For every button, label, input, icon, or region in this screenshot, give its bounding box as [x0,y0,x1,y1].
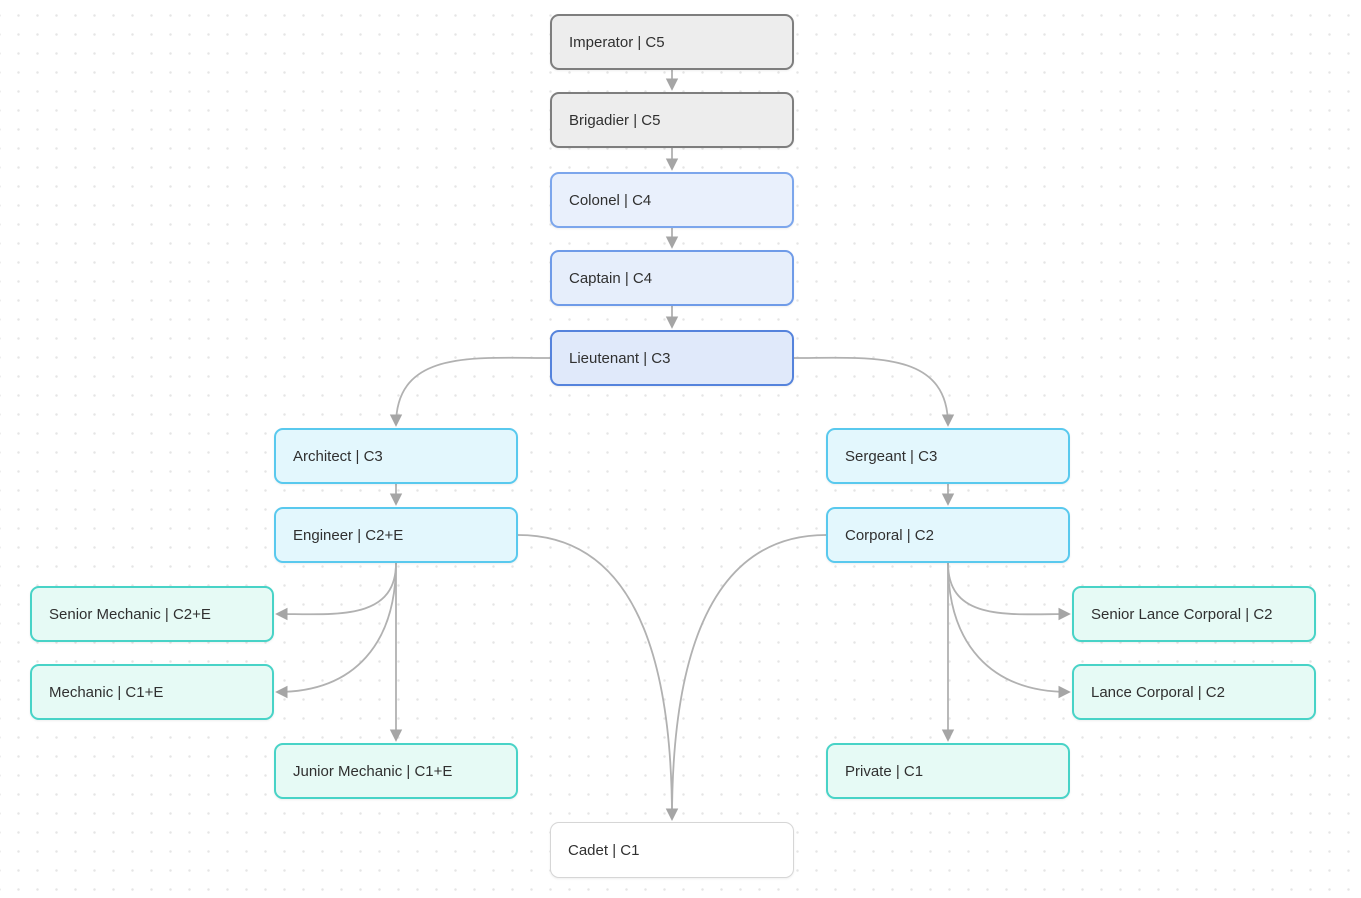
edge-lieutenant-to-architect [389,356,551,427]
node-label-architect: Architect | C3 [293,447,383,465]
node-label-lieutenant: Lieutenant | C3 [569,349,671,367]
node-engineer[interactable]: Engineer | C2+E [274,507,518,563]
node-imperator[interactable]: Imperator | C5 [550,14,794,70]
node-private[interactable]: Private | C1 [826,743,1070,799]
node-label-colonel: Colonel | C4 [569,191,652,209]
node-cadet[interactable]: Cadet | C1 [550,822,794,878]
node-label-senior-mechanic: Senior Mechanic | C2+E [49,605,211,623]
node-corporal[interactable]: Corporal | C2 [826,507,1070,563]
edge-corporal-to-cadet [665,534,827,821]
node-captain[interactable]: Captain | C4 [550,250,794,306]
node-brigadier[interactable]: Brigadier | C5 [550,92,794,148]
node-label-engineer: Engineer | C2+E [293,526,404,544]
node-senior-lance-corporal[interactable]: Senior Lance Corporal | C2 [1072,586,1316,642]
edge-corporal-to-senior-lance-corporal [947,562,1071,621]
node-lance-corporal[interactable]: Lance Corporal | C2 [1072,664,1316,720]
node-label-brigadier: Brigadier | C5 [569,111,661,129]
node-sergeant[interactable]: Sergeant | C3 [826,428,1070,484]
node-architect[interactable]: Architect | C3 [274,428,518,484]
node-label-lance-corporal: Lance Corporal | C2 [1091,683,1225,701]
node-colonel[interactable]: Colonel | C4 [550,172,794,228]
edge-engineer-to-senior-mechanic [275,562,397,621]
node-mechanic[interactable]: Mechanic | C1+E [30,664,274,720]
edge-corporal-to-lance-corporal [947,562,1071,699]
node-label-corporal: Corporal | C2 [845,526,934,544]
edge-engineer-to-mechanic [275,562,397,699]
node-label-captain: Captain | C4 [569,269,653,287]
node-label-sergeant: Sergeant | C3 [845,447,938,465]
node-label-mechanic: Mechanic | C1+E [49,683,164,701]
edge-engineer-to-cadet [517,534,679,821]
edge-lieutenant-to-sergeant [793,356,955,427]
node-lieutenant[interactable]: Lieutenant | C3 [550,330,794,386]
node-senior-mechanic[interactable]: Senior Mechanic | C2+E [30,586,274,642]
node-label-junior-mechanic: Junior Mechanic | C1+E [293,762,453,780]
node-label-senior-lance-corporal: Senior Lance Corporal | C2 [1091,605,1273,623]
node-label-private: Private | C1 [845,762,924,780]
node-label-imperator: Imperator | C5 [569,33,665,51]
node-label-cadet: Cadet | C1 [568,841,640,859]
node-junior-mechanic[interactable]: Junior Mechanic | C1+E [274,743,518,799]
